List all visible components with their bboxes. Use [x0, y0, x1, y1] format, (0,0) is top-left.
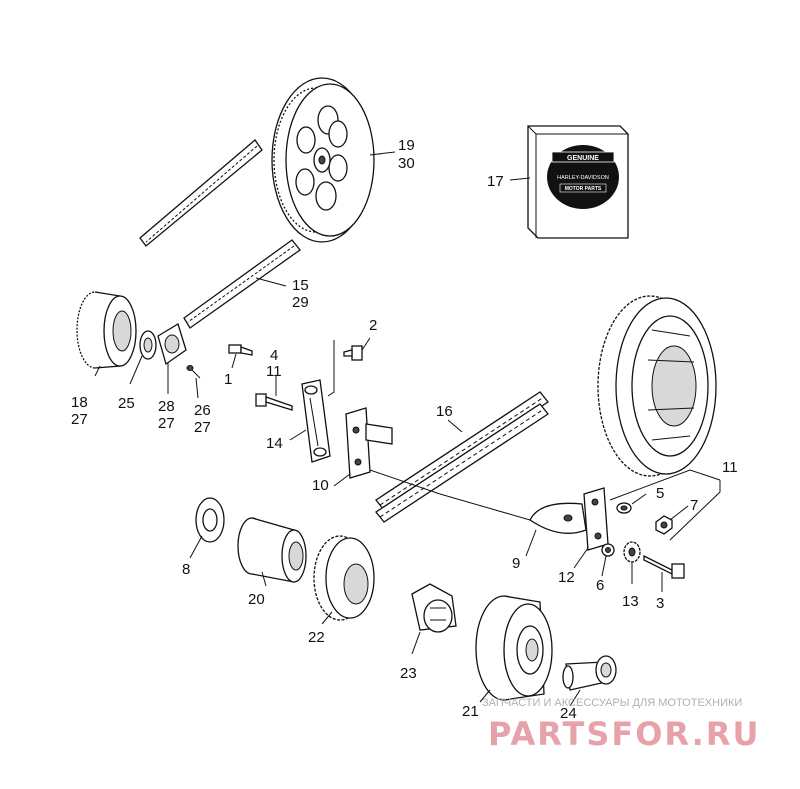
callout-26: 26: [194, 402, 211, 419]
transmission-pulley: [76, 291, 137, 369]
callout-18: 18: [71, 394, 88, 411]
callout-6: 6: [596, 577, 604, 594]
screw-small: [186, 365, 201, 379]
bolt-2: [343, 345, 363, 361]
watermark: ЗАПЧАСТИ И АКСЕССУАРЫ ДЛЯ МОТОТЕХНИКИ PA…: [482, 697, 760, 753]
callout-2: 2: [369, 317, 377, 334]
lock-washer: [623, 541, 641, 563]
callout-9: 9: [512, 555, 520, 572]
washer-6: [601, 543, 615, 557]
drive-belt: [183, 239, 301, 329]
compensator-housing: [475, 595, 553, 701]
callout-27: 27: [194, 419, 211, 436]
callout-11: 11: [722, 459, 738, 476]
callout-10: 10: [312, 477, 329, 494]
callout-27: 27: [71, 411, 88, 428]
engine-sprocket: [313, 535, 375, 621]
callout-17: 17: [487, 173, 504, 190]
callout-4: 4: [270, 347, 278, 364]
logo-text-bottom: MOTOR PARTS: [565, 186, 602, 192]
callout-13: 13: [622, 593, 639, 610]
nut-7: [655, 515, 673, 535]
callout-22: 22: [308, 629, 325, 646]
compensator-cam: [411, 583, 457, 633]
callout-3: 3: [656, 595, 664, 612]
spacer-washer: [195, 497, 225, 543]
bracket: [345, 407, 393, 479]
callout-30: 30: [398, 155, 415, 172]
callout-20: 20: [248, 591, 265, 608]
callout-5: 5: [656, 485, 664, 502]
callout-16: 16: [436, 403, 453, 420]
washer-5: [616, 502, 632, 514]
drive-belt-upper: [139, 139, 263, 247]
callout-19: 19: [398, 137, 415, 154]
watermark-brand: PARTSFOR.RU: [488, 715, 760, 753]
bolt-long: [255, 393, 293, 411]
callout-8: 8: [182, 561, 190, 578]
primary-chain: [375, 391, 549, 523]
callout-25: 25: [118, 395, 135, 412]
genuine-parts-card: GENUINE HARLEY-DAVIDSON MOTOR PARTS: [527, 125, 629, 239]
clutch-shell: [597, 295, 717, 477]
rear-pulley: [271, 77, 375, 243]
bolt-3: [643, 554, 685, 579]
leader-lines: [94, 151, 721, 707]
callout-1: 1: [224, 371, 232, 388]
sleeve: [562, 655, 617, 691]
callout-labels: 19 30 17 15 29 2 4 11 1 18 27 25 28 27 2…: [71, 137, 738, 722]
callout-29: 29: [292, 294, 309, 311]
adjuster-link: [301, 379, 331, 463]
callout-28: 28: [158, 398, 175, 415]
callout-24: 24: [560, 705, 577, 722]
watermark-tagline: ЗАПЧАСТИ И АКСЕССУАРЫ ДЛЯ МОТОТЕХНИКИ: [482, 697, 742, 709]
seal: [139, 330, 157, 360]
bolt-1: [228, 344, 253, 356]
callout-7: 7: [690, 497, 698, 514]
tensioner-shoe: [529, 502, 587, 534]
lock-plate: [157, 323, 187, 366]
shaft-extension: [237, 517, 307, 583]
callout-11: 11: [266, 363, 282, 380]
callout-12: 12: [558, 569, 575, 586]
logo-text-top: GENUINE: [567, 155, 599, 162]
callout-21: 21: [462, 703, 479, 720]
callout-27: 27: [158, 415, 175, 432]
callout-15: 15: [292, 277, 309, 294]
callout-23: 23: [400, 665, 417, 682]
callout-14: 14: [266, 435, 283, 452]
tensioner-plate: [583, 487, 609, 551]
logo-text-mid: HARLEY-DAVIDSON: [557, 175, 609, 181]
